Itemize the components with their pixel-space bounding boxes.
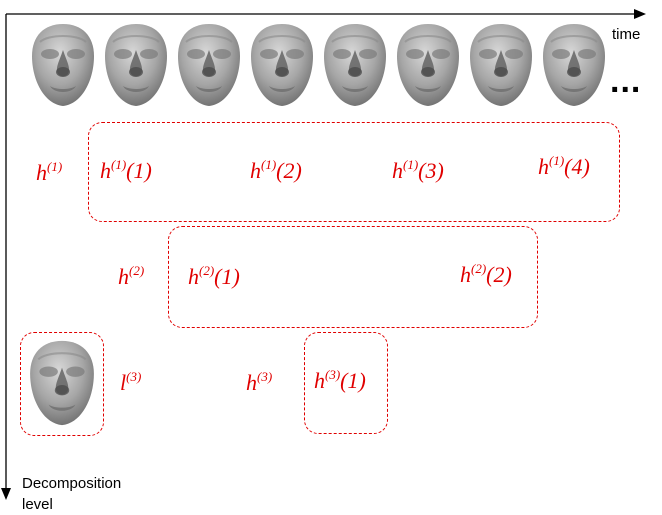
sequence-continuation: ...	[610, 62, 642, 100]
level1-group-box	[88, 122, 620, 222]
face-frame-3	[174, 22, 244, 108]
level2-group-box	[168, 226, 538, 328]
level2-coef-2: h(2)(2)	[460, 261, 512, 287]
level1-coef-1: h(1)(1)	[100, 157, 152, 183]
face-frame-5	[320, 22, 390, 108]
lowpass-face-image	[26, 336, 98, 430]
level1-coef-2: h(1)(2)	[250, 157, 302, 183]
level-axis-label: Decomposition level	[22, 475, 122, 513]
lowpass-group-box	[20, 332, 104, 436]
face-frame-6	[393, 22, 463, 108]
face-frame-1	[28, 22, 98, 108]
level3-lowpass-label: l(3)	[120, 369, 142, 395]
face-frame-4	[247, 22, 317, 108]
level2-coef-1: h(2)(1)	[188, 263, 240, 289]
face-frame-7	[466, 22, 536, 108]
time-axis-arrowhead	[634, 9, 646, 19]
level-axis-arrowhead	[1, 488, 11, 500]
level1-coef-3: h(1)(3)	[392, 157, 444, 183]
level3-label: h(3)	[246, 369, 273, 395]
level1-label: h(1)	[36, 159, 63, 185]
time-axis-label: time	[612, 26, 641, 43]
face-frame-2	[101, 22, 171, 108]
level2-label: h(2)	[118, 263, 145, 289]
level3-group-box	[304, 332, 388, 434]
level1-coef-4: h(1)(4)	[538, 153, 590, 179]
face-frame-8	[539, 22, 609, 108]
level3-coef-1: h(3)(1)	[314, 367, 366, 393]
